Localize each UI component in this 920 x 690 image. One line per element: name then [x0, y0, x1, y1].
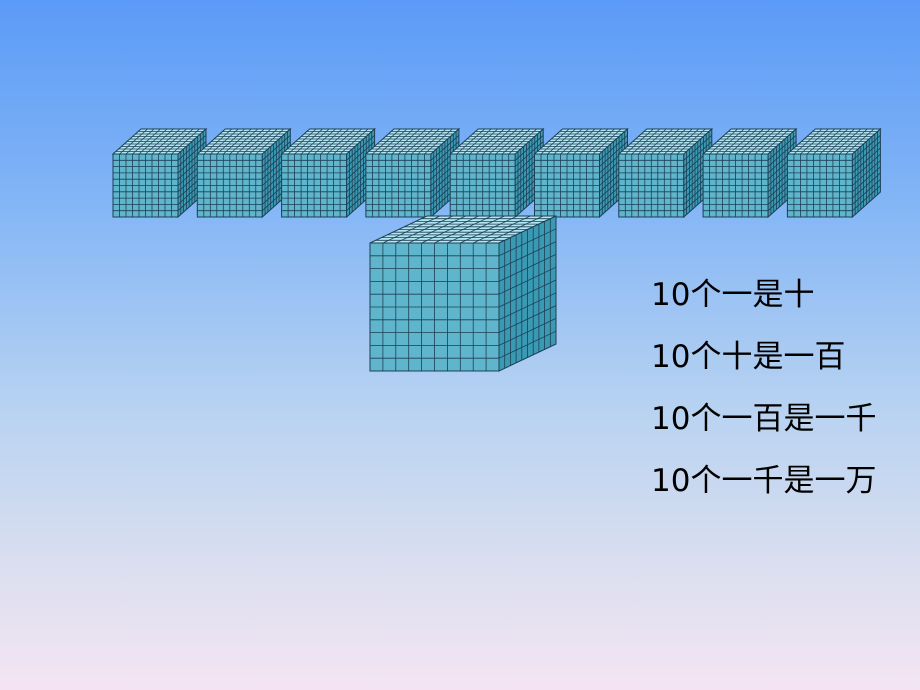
- fact-hundred: 10个十是一百: [651, 339, 846, 375]
- thousand-cube: [533, 127, 629, 219]
- thousand-cube: [195, 127, 292, 219]
- fact-thousand: 10个一百是一千: [651, 401, 877, 437]
- thousand-cube-row: [111, 127, 882, 219]
- thousand-cube: [448, 127, 545, 219]
- thousand-cube: [786, 127, 882, 219]
- fact-ten: 10个一是十: [651, 277, 815, 313]
- large-cube: [369, 215, 557, 372]
- fact-ten-thousand: 10个一千是一万: [651, 463, 877, 499]
- thousand-cube: [111, 127, 208, 219]
- thousand-cube: [617, 127, 714, 219]
- place-value-facts: 10个一是十 10个十是一百 10个一百是一千 10个一千是一万: [651, 272, 876, 520]
- thousand-cube: [701, 127, 798, 219]
- thousand-cube: [364, 127, 461, 219]
- ten-thousand-cube: [369, 215, 557, 372]
- thousand-cube: [280, 127, 376, 219]
